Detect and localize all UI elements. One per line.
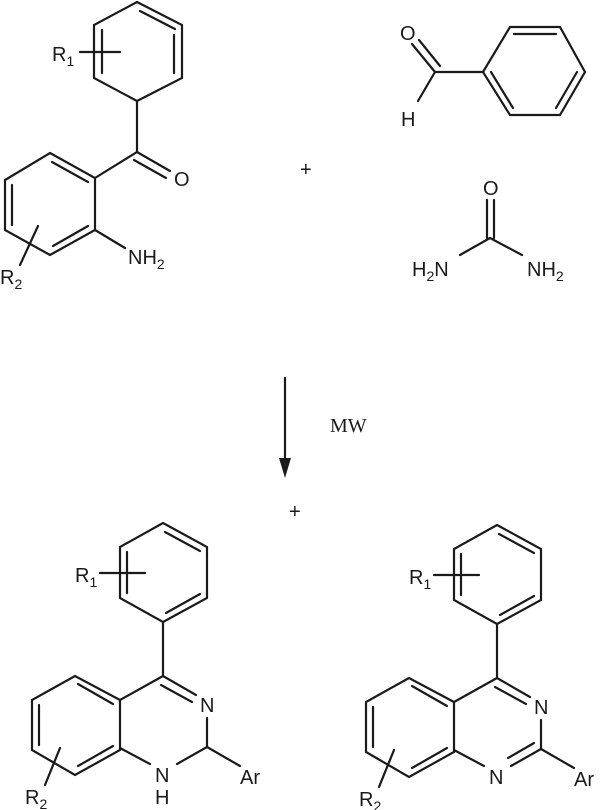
amine-label: NH2 bbox=[128, 247, 165, 272]
microwave-condition-label: MW bbox=[330, 415, 367, 437]
reactant-plus-sign: + bbox=[300, 159, 312, 181]
aryl-label: Ar bbox=[240, 767, 260, 789]
n1-label: N bbox=[155, 765, 169, 787]
r2-label: R2 bbox=[25, 787, 47, 810]
n1-hydrogen-label: H bbox=[155, 787, 169, 809]
n1-label: N bbox=[489, 767, 503, 789]
r1-label: R1 bbox=[409, 567, 431, 592]
r1-label: R1 bbox=[75, 565, 97, 590]
benzo-ring bbox=[364, 676, 456, 779]
dihydroquinazoline-structure: R1 N Ar N H R2 bbox=[25, 521, 260, 810]
aminobenzophenone-structure: R1 O NH2 R2 bbox=[0, 0, 190, 292]
r2-label: R2 bbox=[359, 789, 381, 810]
r2-label: R2 bbox=[0, 267, 22, 292]
n3-label: N bbox=[200, 695, 214, 717]
aldehyde-oxygen-label: O bbox=[400, 23, 416, 45]
carbonyl-oxygen-label: O bbox=[174, 169, 190, 191]
carbonyl-bond bbox=[135, 150, 172, 173]
aniline-ring bbox=[3, 151, 97, 257]
urea-left-amine-label: H2N bbox=[412, 259, 449, 284]
r2-bond bbox=[18, 224, 40, 267]
urea-structure: O H2N NH2 bbox=[412, 178, 564, 284]
urea-oxygen-label: O bbox=[483, 178, 499, 200]
product-plus-sign: + bbox=[289, 501, 301, 523]
aryl-label: Ar bbox=[574, 769, 594, 791]
benzaldehyde-structure: O H bbox=[400, 23, 587, 131]
r1-label: R1 bbox=[52, 44, 74, 69]
quinazoline-structure: R1 N Ar N R2 bbox=[359, 523, 594, 810]
benzaldehyde-ring bbox=[481, 25, 587, 117]
n3-label: N bbox=[534, 697, 548, 719]
aldehyde-hydrogen-label: H bbox=[401, 109, 415, 131]
reaction-arrow: MW bbox=[279, 376, 367, 478]
benzo-ring bbox=[30, 674, 122, 777]
urea-right-amine-label: NH2 bbox=[527, 259, 564, 284]
